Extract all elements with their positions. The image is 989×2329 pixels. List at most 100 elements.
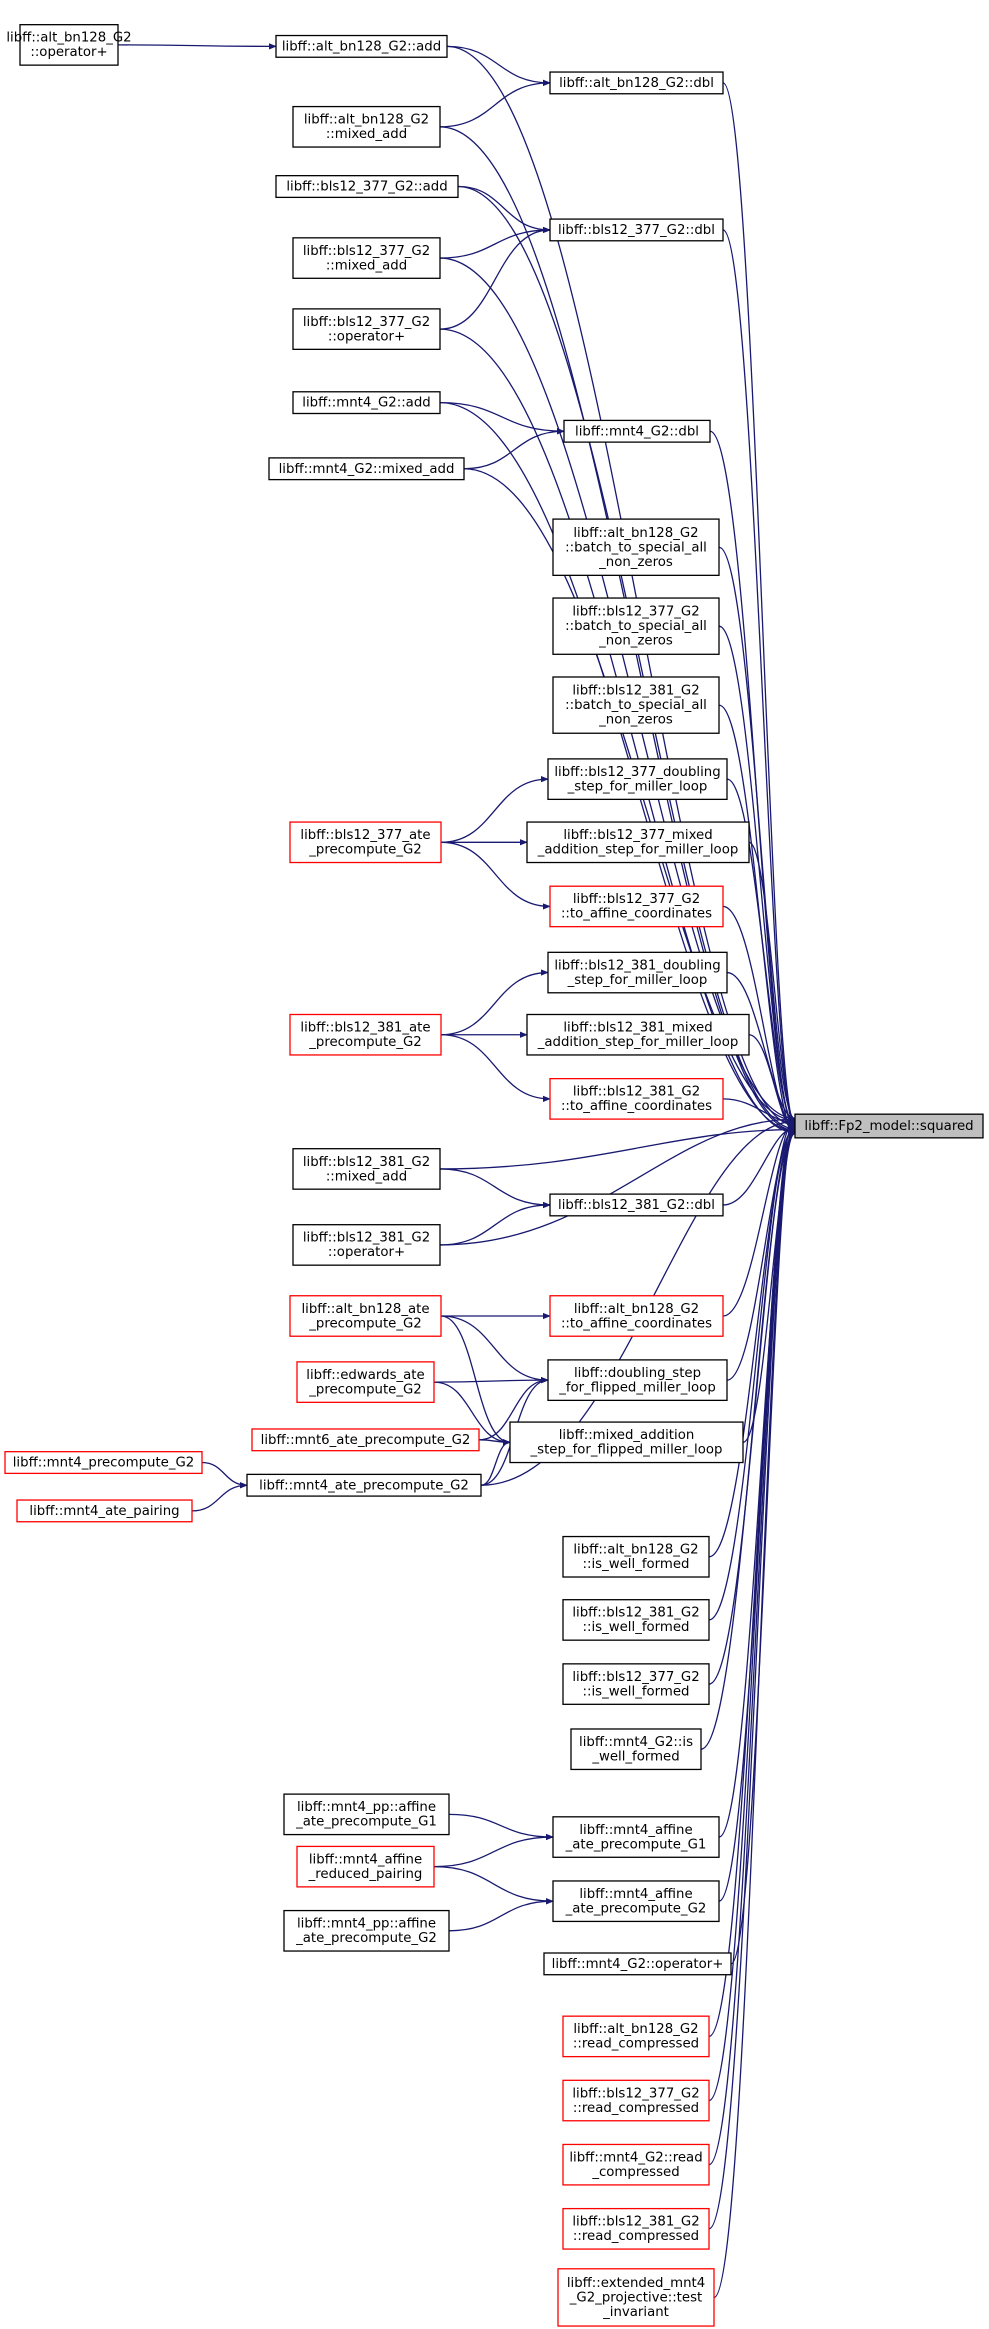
node-label-line: _addition_step_for_miller_loop [537, 1035, 739, 1050]
node-mnt4_pre[interactable]: libff::mnt4_precompute_G2 [4, 1451, 203, 1475]
node-bls381_ate_pre[interactable]: libff::bls12_381_ate_precompute_G2 [289, 1013, 442, 1056]
node-altbn_wf[interactable]: libff::alt_bn128_G2::is_well_formed [562, 1535, 710, 1578]
node-label-line: ::operator+ [328, 1245, 405, 1260]
node-label-line: _precompute_G2 [308, 1382, 422, 1397]
node-bls381_dbl[interactable]: libff::bls12_381_G2::dbl [549, 1193, 724, 1217]
edge-mnt4_ate_pre-to-mixed_flip [480, 1439, 511, 1486]
node-bls377_rc[interactable]: libff::bls12_377_G2::read_compressed [562, 2079, 710, 2122]
node-label-line: libff::bls12_381_mixed [563, 1021, 712, 1036]
node-bls377_affine[interactable]: libff::bls12_377_G2::to_affine_coordinat… [549, 885, 724, 928]
node-label-line: ::operator+ [30, 45, 107, 60]
node-mnt4_dbl[interactable]: libff::mnt4_G2::dbl [563, 419, 711, 443]
node-altbn_batch[interactable]: libff::alt_bn128_G2::batch_to_special_al… [552, 518, 720, 576]
edge-bls377_ate_pre-to-bls377_dbl_step [440, 775, 549, 843]
node-altbn_add[interactable]: libff::alt_bn128_G2::add [275, 34, 448, 58]
node-label-line: _compressed [591, 2165, 679, 2180]
node-box [552, 597, 720, 655]
node-mnt4_wf[interactable]: libff::mnt4_G2::is_well_formed [570, 1728, 702, 1771]
node-bls377_add[interactable]: libff::bls12_377_G2::add [275, 175, 459, 199]
node-label-line: libff::bls12_381_G2 [573, 1085, 700, 1100]
node-label-line: libff::mnt4_affine [579, 1823, 692, 1838]
node-label-line: libff::mnt4_G2::add [302, 396, 430, 411]
node-altbn_op[interactable]: libff::alt_bn128_G2::operator+ [6, 24, 132, 66]
node-label-line: libff::alt_bn128_G2 [6, 31, 131, 46]
node-altbn_mixed[interactable]: libff::alt_bn128_G2::mixed_add [292, 105, 441, 148]
node-box [289, 1295, 442, 1337]
node-bls377_ate_pre[interactable]: libff::bls12_377_ate_precompute_G2 [289, 821, 442, 864]
node-mnt4_aff_g1[interactable]: libff::mnt4_affine_ate_precompute_G1 [552, 1816, 720, 1858]
node-label-line: _step_for_miller_loop [567, 779, 708, 794]
node-label-line: libff::mnt4_pp::affine [297, 1917, 436, 1932]
node-mixed_flip[interactable]: libff::mixed_addition_step_for_flipped_m… [509, 1421, 744, 1464]
node-altbn_dbl[interactable]: libff::alt_bn128_G2::dbl [549, 71, 724, 95]
edge-mnt4_wf-to-target [700, 1130, 796, 1750]
node-altbn_rc[interactable]: libff::alt_bn128_G2::read_compressed [562, 2015, 710, 2058]
node-label-line: _non_zeros [598, 713, 673, 728]
node-label-line: ::is_well_formed [583, 1620, 690, 1635]
node-label-line: libff::extended_mnt4 [567, 2276, 705, 2291]
node-bls381_rc[interactable]: libff::bls12_381_G2::read_compressed [562, 2207, 710, 2250]
node-bls377_dbl[interactable]: libff::bls12_377_G2::dbl [549, 218, 724, 242]
node-mnt4_aff_red[interactable]: libff::mnt4_affine_reduced_pairing [296, 1845, 435, 1888]
node-bls377_dbl_step[interactable]: libff::bls12_377_doubling_step_for_mille… [547, 758, 728, 801]
node-label-line: ::to_affine_coordinates [561, 1099, 712, 1114]
node-bls377_batch[interactable]: libff::bls12_377_G2::batch_to_special_al… [552, 597, 720, 655]
node-box [549, 1193, 724, 1217]
node-bls381_mixed[interactable]: libff::bls12_381_G2::mixed_add [292, 1148, 441, 1190]
node-box [552, 676, 720, 734]
node-mnt6_pre[interactable]: libff::mnt6_ate_precompute_G2 [251, 1428, 480, 1452]
node-label-line: _precompute_G2 [308, 1035, 422, 1050]
node-label-line: _step_for_flipped_miller_loop [530, 1443, 723, 1458]
edge-mnt4_aff_red-to-mnt4_aff_g2 [433, 1866, 554, 1905]
node-mnt4_op[interactable]: libff::mnt4_G2::operator+ [543, 1952, 732, 1976]
node-box [526, 1013, 750, 1056]
node-bls377_mixed[interactable]: libff::bls12_377_G2::mixed_add [292, 237, 441, 279]
node-mnt4_ate_pair[interactable]: libff::mnt4_ate_pairing [16, 1499, 193, 1523]
node-mnt4_aff_g2[interactable]: libff::mnt4_affine_ate_precompute_G2 [552, 1880, 720, 1923]
node-mnt4pp_g1[interactable]: libff::mnt4_pp::affine_ate_precompute_G1 [283, 1793, 450, 1836]
edge-bls381_ate_pre-to-bls381_affine [440, 1034, 551, 1103]
node-bls381_dbl_step[interactable]: libff::bls12_381_doubling_step_for_mille… [547, 951, 728, 994]
edge-altbn_affine-to-target [722, 1119, 796, 1317]
node-dbl_flip[interactable]: libff::doubling_step_for_flipped_miller_… [547, 1359, 728, 1402]
node-box [275, 175, 459, 199]
node-bls381_batch[interactable]: libff::bls12_381_G2::batch_to_special_al… [552, 676, 720, 734]
node-altbn_ate_pre[interactable]: libff::alt_bn128_ate_precompute_G2 [289, 1295, 442, 1337]
node-ext_mnt4[interactable]: libff::extended_mnt4_G2_projective::test… [557, 2268, 715, 2327]
node-bls381_mixed_step[interactable]: libff::bls12_381_mixed_addition_step_for… [526, 1013, 750, 1056]
node-mnt4pp_g2[interactable]: libff::mnt4_pp::affine_ate_precompute_G2 [283, 1909, 450, 1952]
node-box [251, 1428, 480, 1452]
node-mnt4_mixed[interactable]: libff::mnt4_G2::mixed_add [268, 457, 465, 481]
node-bls377_mixed_step[interactable]: libff::bls12_377_mixed_addition_step_for… [526, 821, 750, 864]
node-altbn_affine[interactable]: libff::alt_bn128_G2::to_affine_coordinat… [549, 1295, 724, 1337]
edge-ext_mnt4-to-target [713, 1120, 796, 2299]
node-label-line: _well_formed [591, 1750, 679, 1765]
edge-altbn_dbl-to-target [722, 82, 796, 1127]
node-label-line: ::read_compressed [573, 2101, 699, 2116]
node-bls377_wf[interactable]: libff::bls12_377_G2::is_well_formed [562, 1663, 710, 1705]
node-label-line: libff::bls12_381_G2 [572, 684, 699, 699]
node-label-line: _reduced_pairing [308, 1867, 423, 1882]
node-mnt4_rc[interactable]: libff::mnt4_G2::read_compressed [562, 2143, 710, 2186]
edge-altbn_add-to-target [446, 45, 796, 1129]
node-bls377_op[interactable]: libff::bls12_377_G2::operator+ [292, 308, 441, 350]
node-label-line: libff::bls12_377_G2::dbl [558, 223, 715, 238]
node-box [552, 518, 720, 576]
node-box [292, 1148, 441, 1190]
node-label-line: libff::bls12_377_mixed [563, 828, 712, 843]
node-bls381_affine[interactable]: libff::bls12_381_G2::to_affine_coordinat… [549, 1077, 724, 1120]
node-label-line: libff::bls12_377_ate [300, 828, 430, 843]
node-box [289, 1013, 442, 1056]
node-edwards_pre[interactable]: libff::edwards_ate_precompute_G2 [296, 1361, 435, 1403]
node-label-line: libff::doubling_step [574, 1366, 701, 1381]
node-label-line: ::batch_to_special_all [565, 540, 707, 555]
edge-bls381_mixed-to-bls381_dbl [439, 1168, 551, 1209]
node-mnt4_add[interactable]: libff::mnt4_G2::add [292, 391, 441, 415]
node-mnt4_ate_pre[interactable]: libff::mnt4_ate_precompute_G2 [246, 1473, 482, 1497]
edge-edwards_pre-to-dbl_flip [433, 1376, 549, 1384]
node-label-line: libff::bls12_381_G2::dbl [558, 1198, 715, 1213]
node-bls381_op[interactable]: libff::bls12_381_G2::operator+ [292, 1224, 441, 1266]
node-label-line: ::batch_to_special_all [565, 698, 707, 713]
edge-mnt4_aff_g2-to-target [718, 1125, 796, 1902]
node-bls381_wf[interactable]: libff::bls12_381_G2::is_well_formed [562, 1599, 710, 1641]
